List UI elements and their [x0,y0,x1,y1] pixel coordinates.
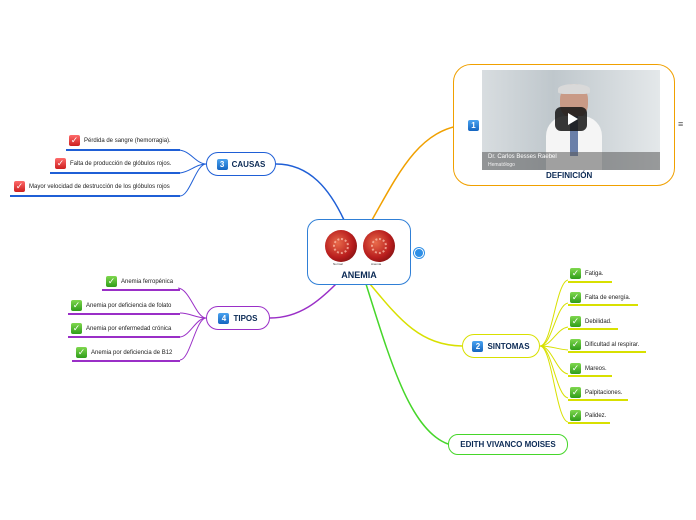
tipo-item[interactable]: ✓ Anemia por deficiencia de B12 [76,347,172,358]
sintoma-item[interactable]: ✓ Dificultad al respirar. [570,339,639,350]
image-caption-anemia: Anemia [371,262,382,266]
tipos-subconnectors [177,287,207,361]
sintoma-underline [568,328,618,330]
causas-subconnectors [177,149,207,197]
video-caption-name: Dr. Carlos Besses Raebel [488,154,557,160]
definition-video-thumbnail[interactable]: Dr. Carlos Besses Raebel Hematólogo [482,70,660,170]
sintoma-underline [568,351,646,353]
sintoma-text: Palidez. [585,412,607,419]
check-icon: ✓ [570,316,581,327]
causas-node[interactable]: 3 CAUSAS [206,152,276,176]
tipo-underline [68,313,180,315]
tipos-number-badge: 4 [218,312,230,324]
sintoma-text: Dificultad al respirar. [585,341,640,348]
tipo-item[interactable]: ✓ Anemia por enfermedad crónica [71,323,171,334]
check-icon: ✓ [570,363,581,374]
causa-text: Pérdida de sangre (hemorragia). [84,137,171,144]
sintomas-node[interactable]: 2 SINTOMAS [462,334,540,358]
tipo-text: Anemia por deficiencia de B12 [91,349,173,356]
check-icon: ✓ [570,410,581,421]
sintoma-underline [568,304,638,306]
definition-label: DEFINICIÓN [546,171,593,180]
causas-label: CAUSAS [231,159,266,169]
sintoma-item[interactable]: ✓ Debilidad. [570,316,612,327]
sintoma-underline [568,375,612,377]
causa-text: Falta de producción de glóbulos rojos. [70,160,172,167]
video-caption-bar [482,152,660,170]
check-icon: ✓ [570,292,581,303]
check-icon: ✓ [71,323,82,334]
check-icon: ✓ [570,339,581,350]
check-icon: ✓ [55,158,66,169]
connector-author [365,283,449,445]
sintoma-item[interactable]: ✓ Mareos. [570,363,607,374]
connector-sintomas [369,283,463,347]
sintoma-text: Debilidad. [585,318,612,325]
sintomas-subconnectors [539,279,569,423]
sintoma-text: Palpitaciones. [585,389,623,396]
sintoma-text: Falta de energía. [585,294,631,301]
check-icon: ✓ [106,276,117,287]
causas-number-badge: 3 [216,158,228,170]
causa-underline [66,149,180,151]
check-icon: ✓ [71,300,82,311]
sintoma-item[interactable]: ✓ Palpitaciones. [570,387,622,398]
definition-number-badge: 1 [468,120,479,131]
sintomas-number-badge: 2 [472,340,484,352]
globe-icon[interactable] [414,248,424,258]
check-icon: ✓ [69,135,80,146]
center-node-anemia[interactable]: Normal Anemia ANEMIA [307,219,411,285]
sintoma-text: Fatiga. [585,270,604,277]
tipo-underline [72,360,180,362]
sintoma-item[interactable]: ✓ Palidez. [570,410,606,421]
tipos-node[interactable]: 4 TIPOS [206,306,270,330]
sintoma-text: Mareos. [585,365,607,372]
causa-item[interactable]: ✓ Falta de producción de glóbulos rojos. [55,158,171,169]
connector-tipos [269,283,337,319]
tipo-underline [68,336,180,338]
causa-underline [50,172,180,174]
author-label: EDITH VIVANCO MOISES [460,440,556,449]
causa-item[interactable]: ✓ Pérdida de sangre (hemorragia). [69,135,171,146]
tipo-item[interactable]: ✓ Anemia ferropénica [106,276,173,287]
play-icon[interactable] [555,107,587,131]
tipo-item[interactable]: ✓ Anemia por deficiencia de folato [71,300,171,311]
author-node[interactable]: EDITH VIVANCO MOISES [448,434,568,455]
connector-causas [275,163,345,221]
sintoma-underline [568,422,610,424]
tipo-underline [102,289,180,291]
tipos-label: TIPOS [233,313,258,323]
causa-item[interactable]: ✓ Mayor velocidad de destrucción de los … [14,181,170,192]
center-title: ANEMIA [341,270,377,280]
causa-text: Mayor velocidad de destrucción de los gl… [29,183,170,190]
red-cell-anemia-image [363,230,395,262]
sintoma-underline [568,399,628,401]
sintoma-underline [568,281,612,283]
check-icon: ✓ [14,181,25,192]
tipo-text: Anemia ferropénica [121,278,174,285]
sintoma-item[interactable]: ✓ Falta de energía. [570,292,630,303]
causa-underline [10,195,180,197]
check-icon: ✓ [76,347,87,358]
check-icon: ✓ [570,387,581,398]
image-caption-normal: Normal [333,262,343,266]
sintoma-item[interactable]: ✓ Fatiga. [570,268,603,279]
sintomas-label: SINTOMAS [487,341,530,351]
red-cell-normal-image [325,230,357,262]
menu-icon[interactable]: ≡ [678,119,684,129]
tipo-text: Anemia por deficiencia de folato [86,302,172,309]
connector-definition [371,124,465,221]
video-caption-role: Hematólogo [488,162,515,168]
tipo-text: Anemia por enfermedad crónica [86,325,172,332]
check-icon: ✓ [570,268,581,279]
